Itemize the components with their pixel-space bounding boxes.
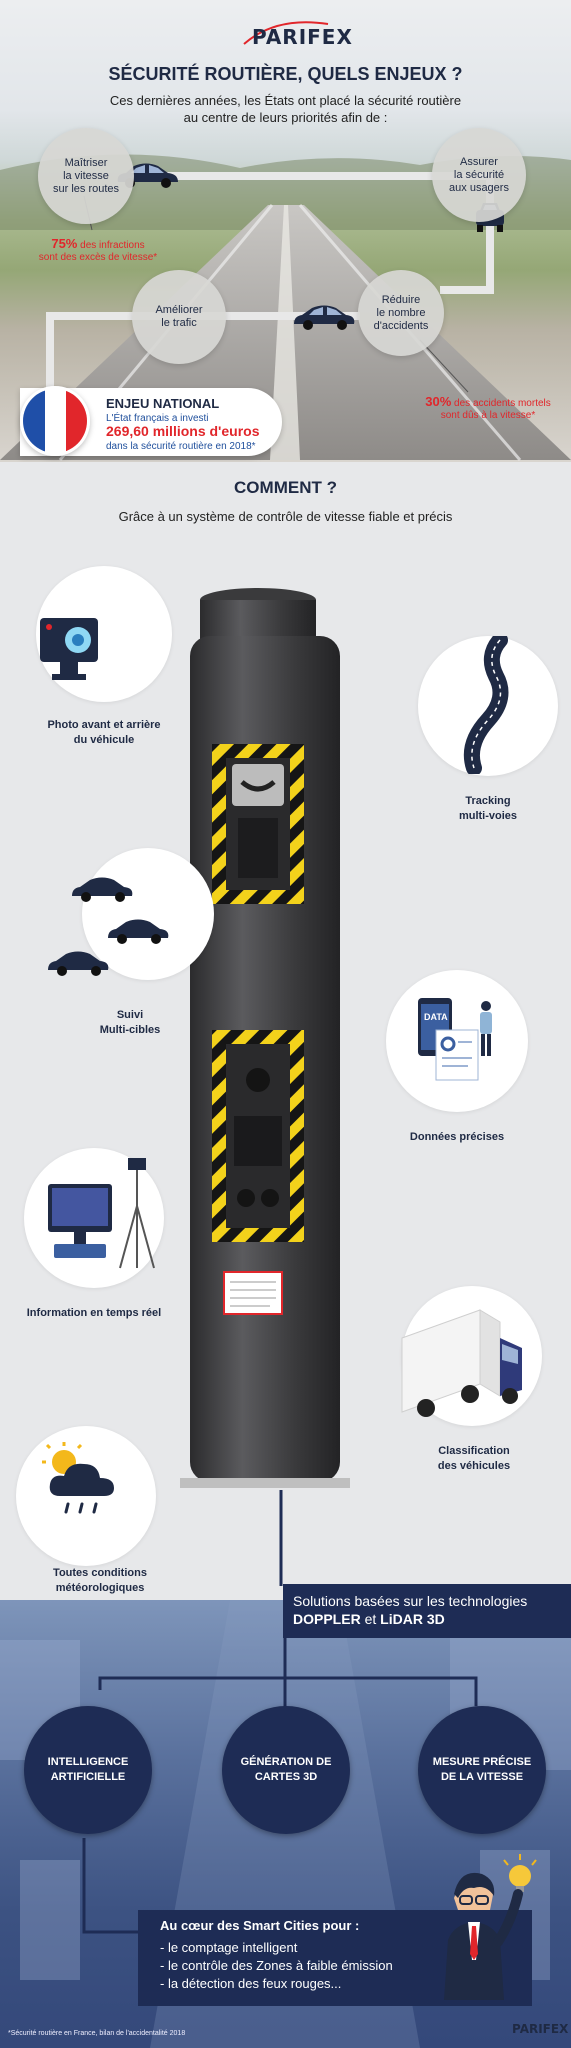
tech-circle-text: INTELLIGENCE	[47, 1756, 129, 1768]
data-documents-icon: DATA	[418, 998, 492, 1081]
stat-text: des infractions	[77, 240, 145, 251]
tech-circle-text: ARTIFICIELLE	[50, 1771, 126, 1783]
feature-text: Classification	[438, 1445, 510, 1457]
tech-circle-text: DE LA VITESSE	[440, 1771, 524, 1783]
feature-text: Suivi	[116, 1009, 144, 1021]
winding-road-icon	[463, 636, 509, 774]
technology-lidar: LiDAR 3D	[380, 1611, 445, 1627]
stat-value: 30%	[425, 394, 452, 409]
feature-label-weather: Toutes conditions météorologiques	[30, 1566, 170, 1596]
technology-doppler: DOPPLER	[293, 1611, 361, 1627]
stat-text: sont dûs à la vitesse*	[440, 410, 536, 421]
monitor-tripod-icon	[48, 1158, 155, 1269]
stat-fatal-accidents: 30% des accidents mortels sont dûs à la …	[414, 394, 562, 422]
weather-cloud-sun-icon	[42, 1442, 114, 1514]
goal-text: Réduire	[381, 293, 421, 306]
stat-text: sont des excès de vitesse*	[38, 252, 158, 263]
data-label: DATA	[424, 1012, 448, 1022]
feature-text: Tracking	[465, 795, 511, 807]
feature-label-data: Données précises	[386, 1130, 528, 1145]
feature-text: Information en temps réel	[26, 1307, 162, 1319]
feature-label-tracking: Tracking multi-voies	[418, 794, 558, 824]
car-icon	[294, 305, 355, 330]
intro-line-2: au centre de leurs priorités afin de :	[183, 110, 388, 125]
feature-text: du véhicule	[73, 734, 135, 746]
smart-cities-item: - la détection des feux rouges...	[160, 1976, 342, 1991]
parifex-logo	[243, 21, 329, 45]
hero-section: PARIFEX SÉCURITÉ ROUTIÈRE, QUELS ENJEUX …	[0, 0, 571, 462]
car-icon	[48, 951, 109, 976]
technology-text: Solutions basées sur les technologies DO…	[293, 1592, 527, 1628]
feature-text: Toutes conditions	[53, 1567, 147, 1579]
goal-text: d'accidents	[373, 319, 429, 332]
stat-text: des accidents mortels	[451, 398, 551, 409]
intro-line-1: Ces dernières années, les États ont plac…	[109, 93, 462, 108]
goal-text: sur les routes	[52, 182, 120, 195]
feature-text: météorologiques	[55, 1582, 145, 1594]
goal-text: aux usagers	[449, 181, 509, 194]
section-subtitle-how: Grâce à un système de contrôle de vitess…	[118, 509, 453, 524]
goal-text: la sécurité	[453, 168, 505, 181]
tech-circle-text: MESURE PRÉCISE	[432, 1756, 532, 1768]
technology-box	[283, 1584, 571, 1638]
page-title: SÉCURITÉ ROUTIÈRE, QUELS ENJEUX ?	[108, 64, 463, 84]
goal-text: Améliorer	[155, 304, 203, 316]
logo-text: PARIFEX	[252, 25, 353, 49]
tech-circle-3d-maps: GÉNÉRATION DE CARTES 3D	[222, 1706, 350, 1834]
goal-text: le nombre	[376, 306, 426, 319]
technology-and: et	[360, 1611, 381, 1627]
tech-circle-speed-measure: MESURE PRÉCISE DE LA VITESSE	[418, 1706, 546, 1834]
truck-icon	[401, 1309, 522, 1417]
stat-speeding: 75% des infractions sont des excès de vi…	[28, 236, 168, 264]
goal-text: Maîtriser	[64, 156, 108, 169]
businessman-lightbulb-icon	[444, 1854, 537, 2000]
goal-text: Assurer	[460, 155, 498, 168]
car-icon	[108, 919, 169, 944]
feature-text: des véhicules	[437, 1460, 511, 1472]
feature-text: multi-voies	[458, 810, 518, 822]
tech-circle-ai: INTELLIGENCE ARTIFICIELLE	[24, 1706, 152, 1834]
tech-circle-text: CARTES 3D	[254, 1771, 318, 1783]
feature-label-realtime: Information en temps réel	[14, 1306, 174, 1321]
feature-text: Photo avant et arrière	[47, 719, 161, 731]
national-stake-line: L'État français a investi	[106, 413, 209, 424]
car-icon	[72, 877, 133, 902]
france-flag-icon	[20, 386, 90, 456]
goal-text: le trafic	[161, 317, 197, 329]
speed-camera-pole	[180, 588, 350, 1488]
goal-text: la vitesse	[63, 169, 109, 182]
technology-line: Solutions basées sur les technologies	[293, 1593, 528, 1609]
national-stake-amount: 269,60 millions d'euros	[106, 423, 260, 439]
feature-label-classification: Classification des véhicules	[404, 1444, 544, 1474]
smart-cities-item: - le comptage intelligent	[160, 1940, 298, 1955]
intro-text: Ces dernières années, les États ont plac…	[90, 92, 481, 126]
national-stake-line: dans la sécurité routière en 2018*	[106, 441, 256, 452]
smart-cities-item: - le contrôle des Zones à faible émissio…	[160, 1958, 393, 1973]
tech-circle-text: GÉNÉRATION DE	[240, 1756, 332, 1768]
footnote: *Sécurité routière en France, bilan de l…	[8, 2030, 186, 2037]
national-stake-title: ENJEU NATIONAL	[106, 396, 220, 411]
connector-lines	[82, 1490, 478, 1934]
camera-icon	[40, 618, 98, 680]
stat-value: 75%	[51, 236, 78, 251]
feature-circle-multitarget	[82, 848, 214, 980]
feature-label-photo: Photo avant et arrière du véhicule	[20, 718, 188, 748]
feature-text: Données précises	[409, 1131, 505, 1143]
section-title-how: COMMENT ?	[234, 478, 337, 497]
footer-logo: PARIFEX	[512, 2022, 569, 2036]
smart-cities-title: Au cœur des Smart Cities pour :	[160, 1918, 360, 1933]
feature-text: Multi-cibles	[99, 1024, 161, 1036]
